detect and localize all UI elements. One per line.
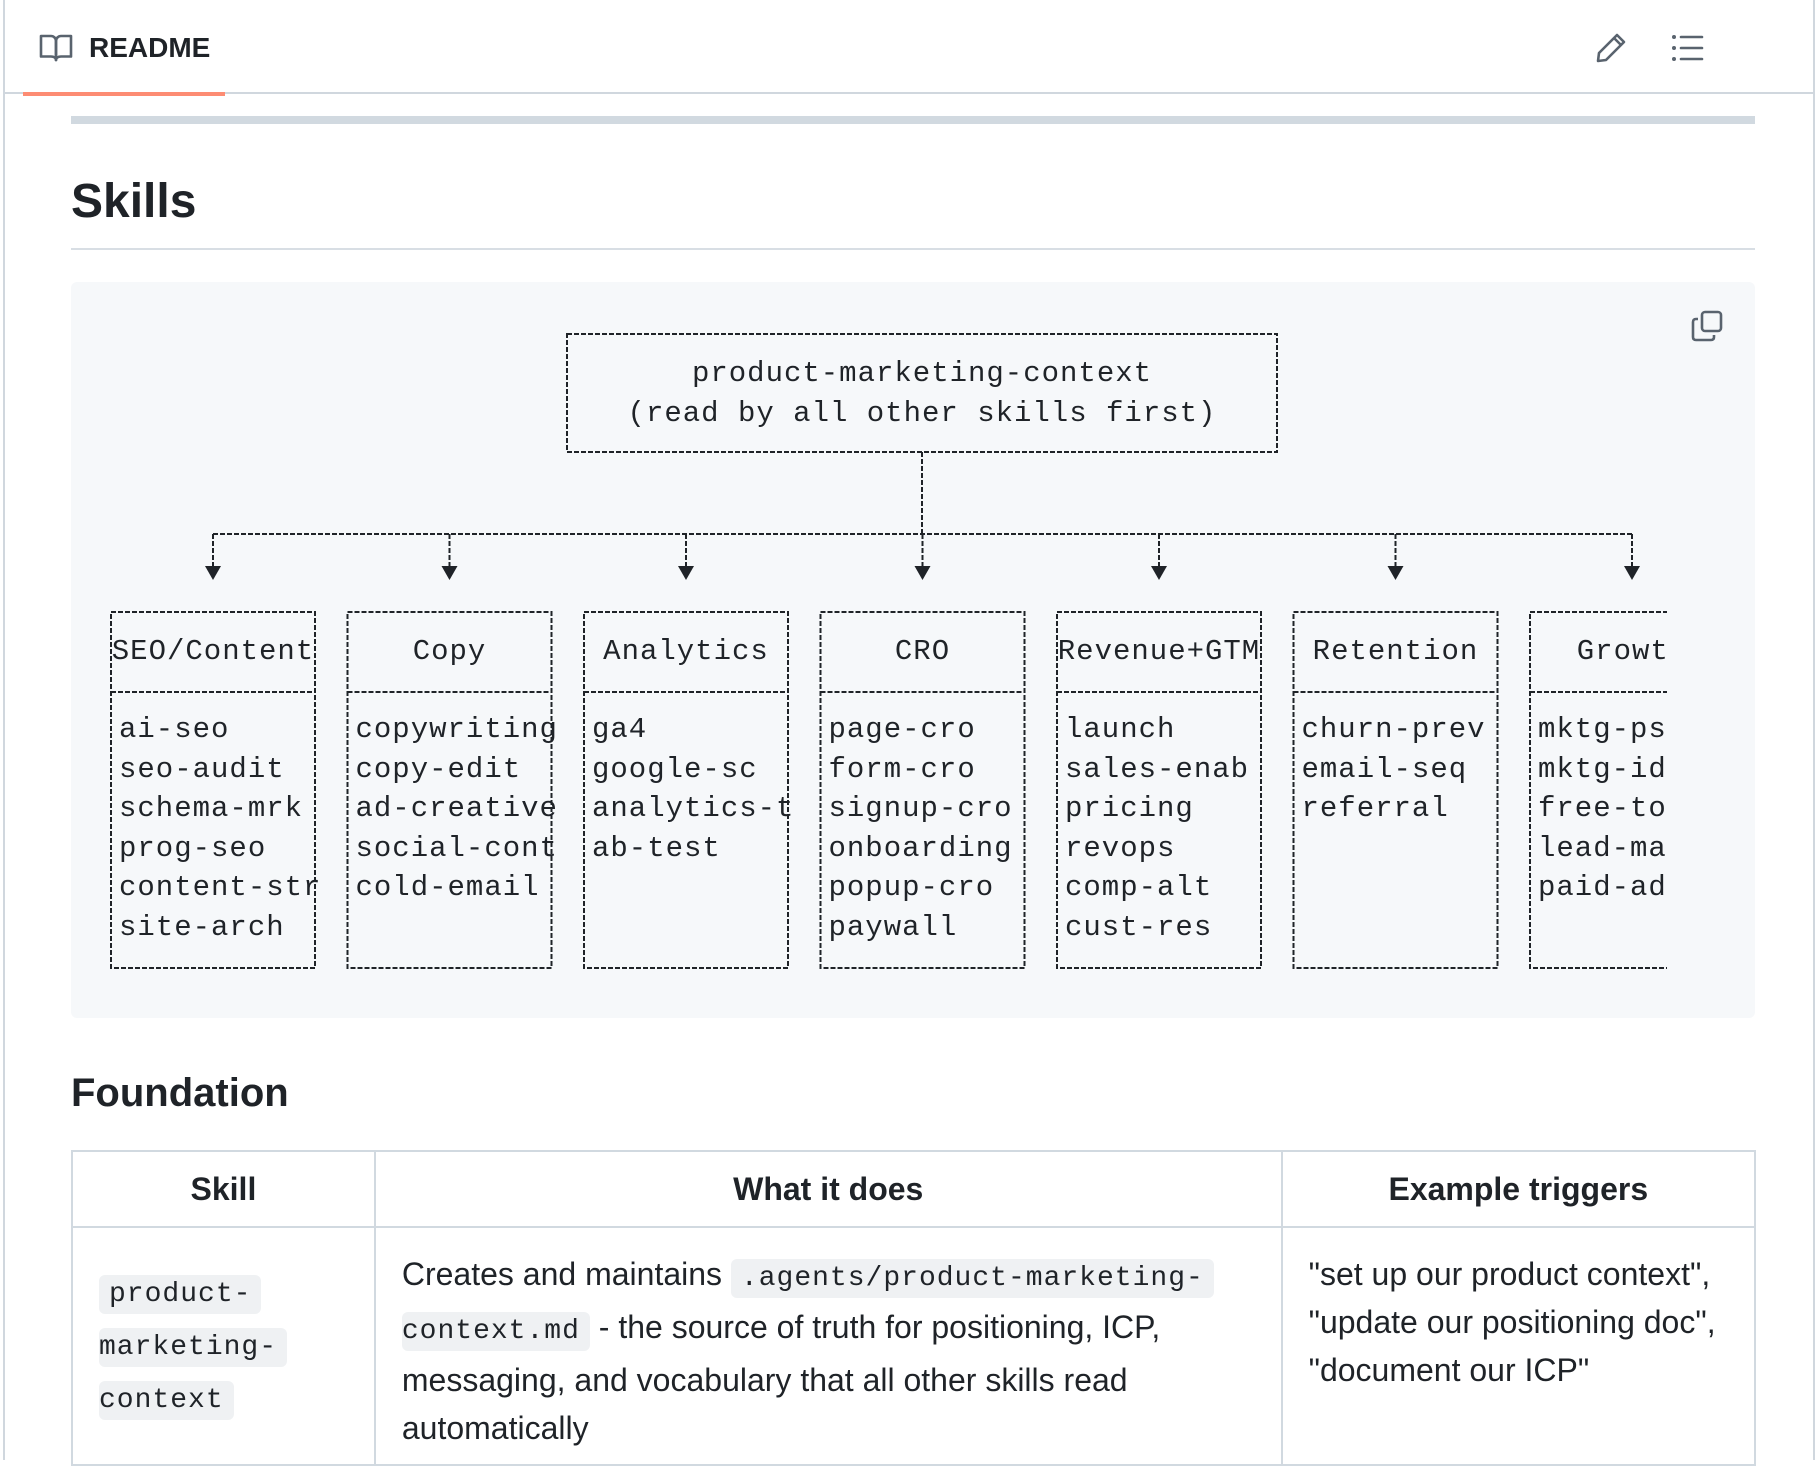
readme-panel: README Skills product-marketing-c	[3, 0, 1815, 1466]
skill-item: social-cont	[355, 831, 558, 865]
skill-cell: product- marketing- context	[71, 1226, 376, 1466]
table-header-row: Skill What it does Example triggers	[71, 1150, 1757, 1228]
skill-item: cust-res	[1065, 910, 1213, 944]
tab-readme-label: README	[89, 32, 211, 63]
skill-item: onboarding	[828, 831, 1013, 865]
section-heading-skills: Skills	[71, 175, 197, 228]
skill-item: paywall	[828, 910, 958, 944]
skill-item: copywriting	[355, 713, 558, 746]
book-icon	[39, 34, 73, 62]
skill-item: churn-prev	[1301, 713, 1486, 746]
table-row: product- marketing- context Creates and …	[71, 1226, 1757, 1466]
example-triggers-text: "set up our product context", "update ou…	[1308, 1256, 1716, 1388]
copy-code-button[interactable]	[1689, 308, 1725, 344]
skill-item: signup-cro	[828, 792, 1013, 825]
category-title: Growth	[1576, 635, 1667, 668]
description-cell: Creates and maintains .agents/product-ma…	[373, 1226, 1283, 1466]
skill-item: sales-enab	[1065, 752, 1250, 786]
category-box	[110, 611, 316, 969]
skill-item: site-arch	[119, 910, 285, 944]
arrow-down-icon	[441, 566, 458, 580]
outline-button[interactable]	[1669, 30, 1705, 66]
skills-diagram: product-marketing-context (read by all ot…	[71, 282, 1667, 1018]
diagram-lines	[110, 333, 1667, 969]
column-header-what-it-does: What it does	[373, 1150, 1283, 1228]
arrow-down-icon	[1624, 566, 1640, 580]
horizontal-rule	[71, 116, 1755, 124]
root-box-title: product-marketing-context	[691, 357, 1153, 390]
skill-item: page-cro	[828, 713, 976, 746]
category-box	[346, 611, 553, 969]
skill-item: free-too	[1538, 792, 1667, 825]
root-box-subtitle: (read by all other skills first)	[627, 397, 1217, 430]
pencil-icon	[1596, 33, 1626, 63]
skill-item: mktg-psy	[1538, 713, 1667, 746]
description-text-start: Creates and maintains	[401, 1256, 731, 1292]
description-text-end: - the source of truth for positioning, I…	[401, 1309, 1161, 1446]
arrow-down-icon	[205, 566, 221, 580]
category-box	[819, 611, 1026, 969]
file-path-code-1: .agents/product-marketing-	[730, 1259, 1214, 1298]
category-title: Copy	[412, 635, 487, 668]
skill-item: form-cro	[828, 752, 976, 786]
skill-item: pricing	[1065, 792, 1194, 825]
skill-item: lead-mag	[1538, 831, 1667, 865]
skill-item: paid-ads	[1538, 871, 1667, 904]
skill-item: mktg-ide	[1538, 752, 1667, 786]
edit-file-button[interactable]	[1593, 30, 1629, 66]
arrow-down-icon	[1151, 566, 1167, 580]
skill-item: referral	[1301, 792, 1449, 825]
category-box	[1292, 611, 1499, 969]
skill-item: email-seq	[1301, 752, 1468, 786]
section-heading-foundation: Foundation	[71, 1071, 289, 1115]
category-title: SEO/Content	[111, 635, 315, 668]
skill-item: ab-test	[592, 831, 721, 865]
skill-item: content-str	[119, 871, 322, 904]
readme-header: README	[5, 0, 1813, 96]
skill-item: ai-seo	[119, 713, 230, 746]
heading-underline	[71, 248, 1755, 250]
list-icon	[1672, 35, 1704, 61]
arrow-down-icon	[914, 566, 931, 580]
skill-name-line-2: marketing-	[99, 1328, 288, 1367]
tab-readme[interactable]: README	[23, 0, 225, 96]
column-header-skill: Skill	[71, 1150, 376, 1228]
foundation-table: Skill What it does Example triggers prod…	[71, 1150, 1757, 1466]
skill-item: analytics-t	[592, 792, 795, 825]
category-title: Retention	[1312, 635, 1479, 668]
copy-icon	[1691, 310, 1723, 342]
skill-item: ad-creative	[355, 792, 558, 825]
file-path-code-2: context.md	[401, 1312, 590, 1351]
skill-item: cold-email	[355, 871, 540, 904]
category-box	[583, 611, 789, 969]
skill-item: comp-alt	[1065, 871, 1213, 904]
root-box	[566, 333, 1278, 453]
column-header-example-triggers: Example triggers	[1280, 1150, 1757, 1228]
category-box	[1529, 611, 1667, 969]
arrow-down-icon	[678, 566, 694, 580]
skill-item: schema-mrk	[119, 792, 304, 825]
skill-item: prog-seo	[119, 831, 267, 865]
skill-item: launch	[1065, 713, 1176, 746]
skill-name-line-3: context	[99, 1381, 234, 1420]
category-title: CRO	[894, 635, 951, 668]
skill-item: seo-audit	[119, 752, 285, 786]
skill-item: popup-cro	[828, 871, 995, 904]
skill-item: google-sc	[592, 752, 758, 786]
arrow-down-icon	[1387, 566, 1404, 580]
category-box	[1056, 611, 1262, 969]
skill-item: revops	[1065, 831, 1176, 865]
triggers-cell: "set up our product context", "update ou…	[1280, 1226, 1757, 1466]
skill-name-line-1: product-	[99, 1275, 262, 1314]
skill-item: copy-edit	[355, 752, 522, 786]
code-block-diagram: product-marketing-context (read by all ot…	[71, 282, 1755, 1018]
category-title: Revenue+GTM	[1057, 635, 1261, 668]
skill-item: ga4	[592, 713, 648, 746]
category-title: Analytics	[603, 635, 769, 668]
